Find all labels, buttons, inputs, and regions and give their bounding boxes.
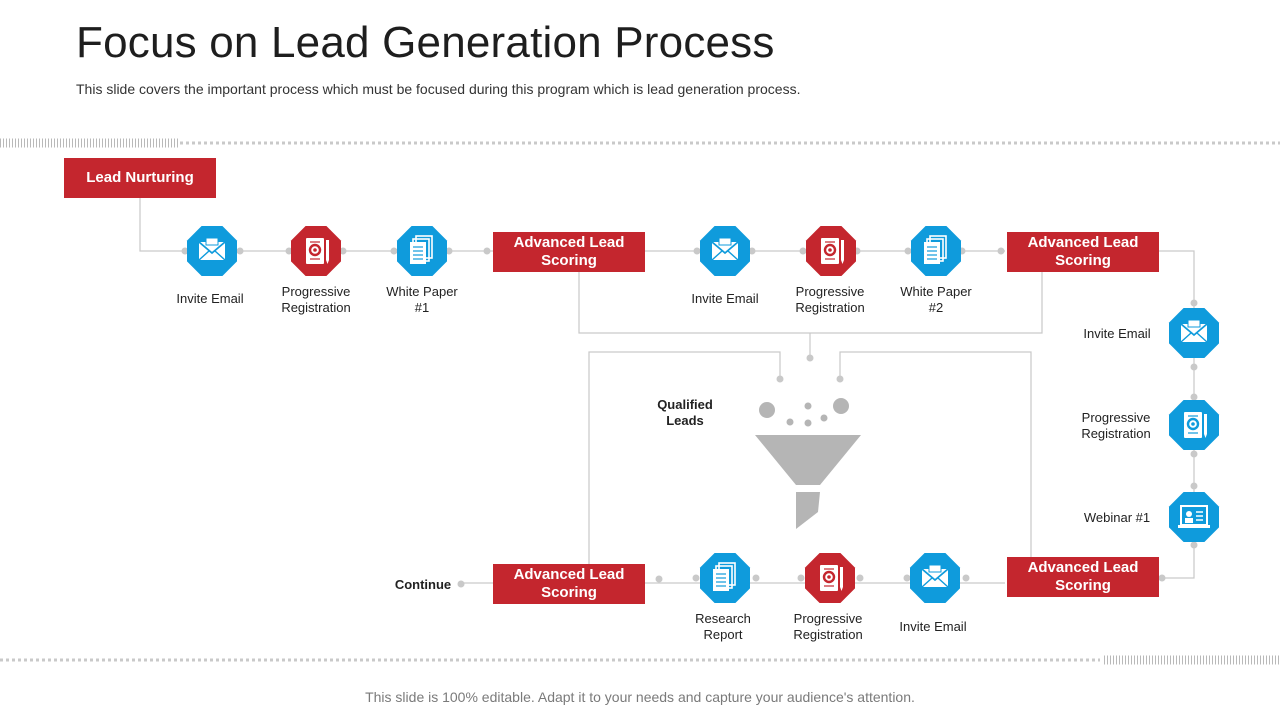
invite-email-icon xyxy=(187,226,237,276)
invite-email-icon xyxy=(700,226,750,276)
advanced-lead-scoring-box: Advanced Lead Scoring xyxy=(1007,232,1159,272)
invite-email-label: Invite Email xyxy=(899,619,967,634)
advanced-lead-scoring-box: Advanced Lead Scoring xyxy=(1007,557,1159,597)
research-report-label: Research Report xyxy=(695,611,751,642)
white-paper-label: White Paper #2 xyxy=(900,284,972,315)
invite-email-label: Invite Email xyxy=(176,291,244,306)
registration-icon xyxy=(805,553,855,603)
progressive-registration-label: Progressive Registration xyxy=(793,611,863,642)
webinar-label: Webinar #1 xyxy=(1083,510,1151,525)
advanced-lead-scoring-box: Advanced Lead Scoring xyxy=(493,564,645,604)
qualified-leads-label: Qualified Leads xyxy=(657,397,713,428)
connector-dots xyxy=(181,247,1198,588)
white-paper-icon xyxy=(397,226,447,276)
advanced-lead-scoring-box: Advanced Lead Scoring xyxy=(493,232,645,272)
invite-email-icon xyxy=(910,553,960,603)
lead-nurturing-box: Lead Nurturing xyxy=(64,158,216,198)
footer-note: This slide is 100% editable. Adapt it to… xyxy=(365,689,915,705)
registration-icon xyxy=(806,226,856,276)
invite-email-icon xyxy=(1169,308,1219,358)
white-paper-icon xyxy=(911,226,961,276)
invite-email-label: Invite Email xyxy=(1083,326,1151,341)
registration-icon xyxy=(291,226,341,276)
registration-icon xyxy=(1169,400,1219,450)
research-report-icon xyxy=(700,553,750,603)
continue-label: Continue xyxy=(394,577,452,592)
progressive-registration-label: Progressive Registration xyxy=(281,284,351,315)
page-title: Focus on Lead Generation Process xyxy=(76,18,775,67)
progressive-registration-label: Progressive Registration xyxy=(1081,410,1151,441)
funnel-graphic xyxy=(755,398,861,529)
page-subtitle: This slide covers the important process … xyxy=(76,81,801,97)
progressive-registration-label: Progressive Registration xyxy=(795,284,865,315)
invite-email-label: Invite Email xyxy=(691,291,759,306)
webinar-icon xyxy=(1169,492,1219,542)
white-paper-label: White Paper #1 xyxy=(386,284,458,315)
